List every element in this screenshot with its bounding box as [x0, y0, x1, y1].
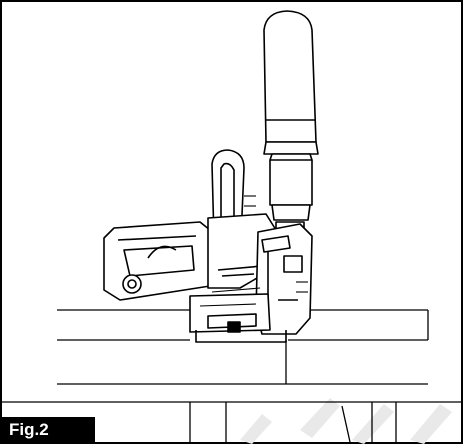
watermark — [240, 398, 452, 444]
figure-label: Fig.2 — [2, 417, 95, 442]
dust-hose — [263, 10, 319, 249]
saw-details — [199, 195, 308, 307]
saw-body — [103, 149, 313, 343]
bottom-band — [2, 401, 461, 443]
